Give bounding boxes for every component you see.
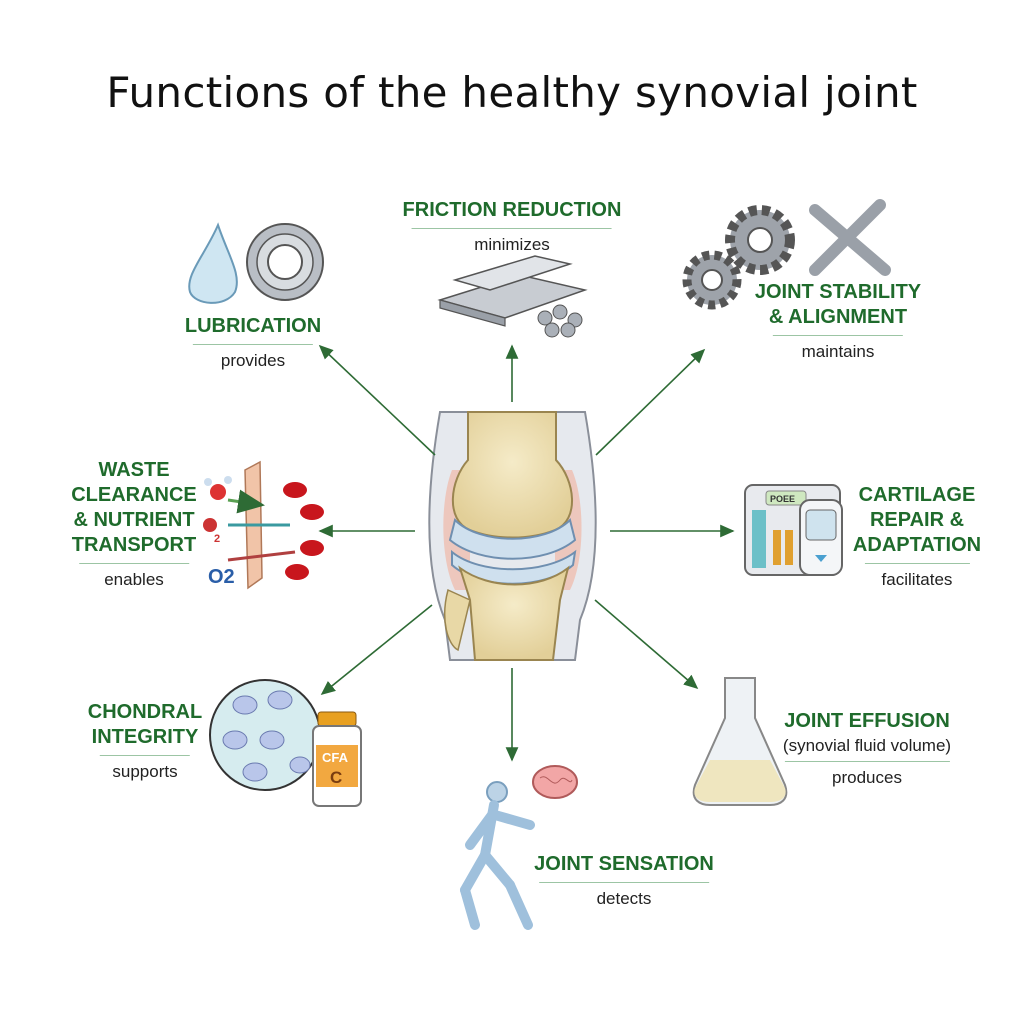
divider bbox=[411, 228, 612, 229]
crossed-ligament-icon bbox=[809, 199, 891, 276]
jar-letter: C bbox=[330, 768, 342, 787]
joint-sensation-label: JOINT SENSATION detects bbox=[534, 852, 714, 909]
joint-stability-label: JOINT STABILITY & ALIGNMENT maintains bbox=[755, 280, 921, 362]
membrane-transport-icon: O2 2 bbox=[203, 460, 324, 590]
sensation-heading: JOINT SENSATION bbox=[534, 853, 714, 875]
jar-label: CFA bbox=[322, 750, 349, 765]
stability-heading-1: JOINT STABILITY bbox=[754, 281, 922, 303]
friction-heading: FRICTION REDUCTION bbox=[402, 199, 622, 221]
cartilage-repair-label: CARTILAGE REPAIR & ADAPTATION facilitate… bbox=[853, 483, 981, 590]
flask-icon bbox=[692, 677, 788, 806]
waste-clearance-label: WASTE CLEARANCE & NUTRIENT TRANSPORT ena… bbox=[71, 458, 197, 590]
cartilage-heading-1: CARTILAGE bbox=[858, 484, 976, 506]
divider bbox=[539, 882, 709, 883]
arrow-stability bbox=[595, 348, 706, 456]
arrow-effusion bbox=[594, 599, 699, 690]
waste-heading-1: WASTE bbox=[98, 459, 170, 481]
o2-small-label: 2 bbox=[214, 533, 220, 545]
waste-heading-2: CLEARANCE bbox=[71, 484, 197, 506]
divider bbox=[784, 761, 950, 762]
waste-heading-3: & NUTRIENT bbox=[73, 509, 195, 531]
droplet-icon bbox=[188, 222, 238, 304]
arrows bbox=[318, 344, 735, 762]
joint-effusion-label: JOINT EFFUSION (synovial fluid volume) p… bbox=[783, 709, 951, 788]
divider bbox=[79, 563, 189, 564]
effusion-heading: JOINT EFFUSION bbox=[784, 710, 950, 732]
cartilage-verb: facilitates bbox=[881, 570, 953, 589]
waste-heading-4: TRANSPORT bbox=[71, 534, 197, 556]
waste-verb: enables bbox=[104, 570, 164, 589]
chondral-verb: supports bbox=[112, 762, 178, 781]
chondral-integrity-label: CHONDRAL INTEGRITY supports bbox=[88, 700, 202, 782]
chondral-heading-1: CHONDRAL bbox=[87, 701, 203, 723]
sliding-plates-icon bbox=[437, 255, 588, 338]
sensation-verb: detects bbox=[596, 889, 652, 908]
divider bbox=[773, 335, 903, 336]
effusion-subheading: (synovial fluid volume) bbox=[782, 736, 952, 755]
monitor-device-icon: POEE bbox=[744, 484, 843, 576]
o2-label: O2 bbox=[208, 566, 235, 588]
cartilage-heading-3: ADAPTATION bbox=[852, 534, 982, 556]
ball-bearing-icon bbox=[246, 223, 324, 301]
friction-reduction-label: FRICTION REDUCTION minimizes bbox=[403, 198, 622, 255]
arrow-chondral bbox=[320, 604, 433, 696]
gears-icon bbox=[682, 205, 795, 310]
lubrication-verb: provides bbox=[220, 351, 286, 370]
lubrication-heading: LUBRICATION bbox=[184, 315, 322, 337]
cell-culture-icon bbox=[209, 679, 321, 791]
stability-verb: maintains bbox=[801, 342, 875, 361]
device-label: POEE bbox=[770, 494, 795, 504]
friction-verb: minimizes bbox=[474, 235, 550, 254]
diagram-title: Functions of the healthy synovial joint bbox=[106, 68, 918, 117]
lubrication-label: LUBRICATION provides bbox=[185, 314, 321, 371]
chondral-heading-2: INTEGRITY bbox=[91, 726, 199, 748]
brain-icon bbox=[532, 765, 578, 799]
effusion-verb: produces bbox=[832, 768, 902, 787]
runner-icon bbox=[460, 781, 535, 930]
stability-heading-2: & ALIGNMENT bbox=[768, 306, 908, 328]
divider bbox=[100, 755, 190, 756]
knee-joint-illustration bbox=[428, 411, 597, 661]
arrow-lubrication bbox=[318, 344, 436, 456]
cartilage-heading-2: REPAIR & bbox=[869, 509, 965, 531]
supplement-jar-icon: CFA C bbox=[312, 711, 362, 807]
divider bbox=[864, 563, 970, 564]
divider bbox=[193, 344, 313, 345]
